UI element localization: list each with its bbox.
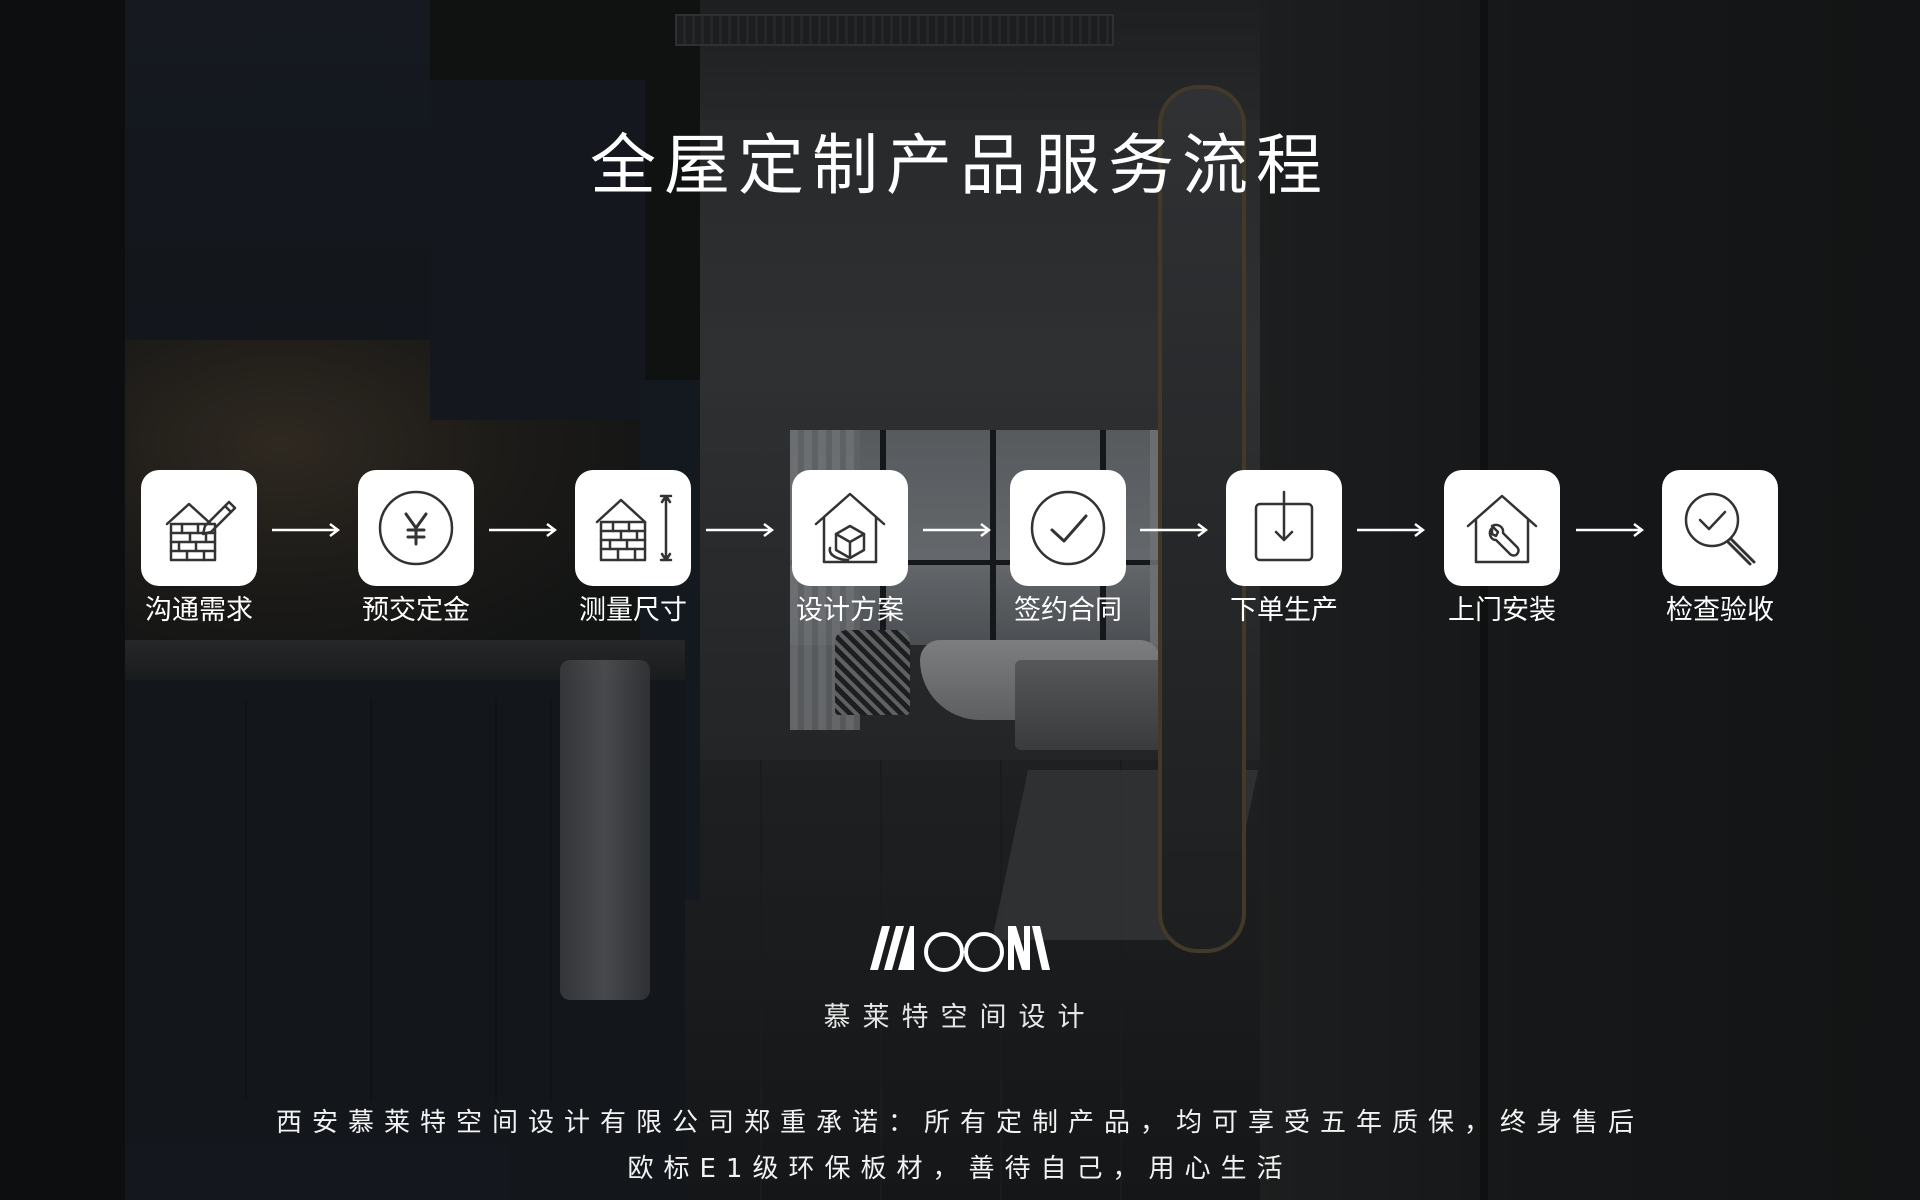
arrow-right-icon <box>706 523 774 537</box>
background-bed <box>1015 660 1185 750</box>
house-brick-measure-icon <box>595 494 673 562</box>
arrow-right-icon <box>272 523 340 537</box>
step-card <box>1662 470 1778 586</box>
download-box-icon <box>1254 490 1314 562</box>
flow-step-4: 设计方案 <box>780 470 920 627</box>
step-label: 检查验收 <box>1666 595 1774 626</box>
step-card <box>1010 470 1126 586</box>
flow-step-2: 预交定金 <box>346 470 486 627</box>
background-appliance <box>560 660 650 1000</box>
background-door-edge <box>1480 0 1488 1200</box>
step-card <box>1226 470 1342 586</box>
background-upper-cabinet <box>430 80 645 420</box>
background-cabinet-door <box>375 700 497 1100</box>
background-cabinet-door <box>250 700 372 1100</box>
background-chair <box>835 630 910 715</box>
background-ceiling-vent <box>675 14 1114 46</box>
magnifier-check-icon <box>1684 492 1756 566</box>
background-floor-plank <box>1120 760 1122 1200</box>
step-label: 沟通需求 <box>145 595 253 626</box>
flow-step-6: 下单生产 <box>1214 470 1354 627</box>
background-left-panel <box>0 0 125 1200</box>
background-right-wall <box>1260 0 1920 1200</box>
flow-step-3: 测量尺寸 <box>563 470 703 627</box>
step-label: 上门安装 <box>1448 595 1556 626</box>
background-floor-plank <box>1000 760 1002 1200</box>
step-label: 设计方案 <box>796 595 904 626</box>
flow-step-5: 签约合同 <box>998 470 1138 627</box>
background-floor-plank <box>760 760 762 1200</box>
flow-step-1: 沟通需求 <box>129 470 269 627</box>
arrow-right-icon <box>923 523 991 537</box>
moon-logo-mark <box>870 926 1050 972</box>
step-card <box>358 470 474 586</box>
yen-coin-icon <box>378 490 454 566</box>
background-window-mullion <box>990 430 996 645</box>
background-upper-cabinet <box>125 0 430 340</box>
arrow-right-icon <box>489 523 557 537</box>
check-circle-icon <box>1030 490 1106 566</box>
background-cabinet-door <box>125 700 247 1100</box>
promise-line-2: 欧标E1级环保板材，善待自己，用心生活 <box>627 1154 1293 1184</box>
brand-name: 慕莱特空间设计 <box>823 1002 1097 1033</box>
service-flow: 沟通需求 预交定金 测量尺 <box>0 470 1920 640</box>
moon-logo <box>860 922 1060 974</box>
house-wrench-icon <box>1466 494 1538 564</box>
background-floor-plank <box>880 760 882 1200</box>
background-window-bar <box>790 560 1190 565</box>
step-card <box>141 470 257 586</box>
step-label: 预交定金 <box>362 595 470 626</box>
flow-step-8: 检查验收 <box>1650 470 1790 627</box>
step-card <box>792 470 908 586</box>
house-box-design-icon <box>814 492 886 564</box>
step-label: 签约合同 <box>1014 595 1122 626</box>
step-label: 下单生产 <box>1230 595 1338 626</box>
step-label: 测量尺寸 <box>579 595 687 626</box>
arrow-right-icon <box>1357 523 1425 537</box>
step-card <box>1444 470 1560 586</box>
promise-line-1: 西安慕莱特空间设计有限公司郑重承诺：所有定制产品，均可享受五年质保，终身售后 <box>275 1108 1644 1138</box>
step-card <box>575 470 691 586</box>
background-cabinet-door <box>490 700 552 1100</box>
arrow-right-icon <box>1140 523 1208 537</box>
arrow-right-icon <box>1576 523 1644 537</box>
house-brick-pencil-icon <box>165 500 237 562</box>
flow-step-7: 上门安装 <box>1432 470 1572 627</box>
page-title: 全屋定制产品服务流程 <box>590 127 1330 204</box>
